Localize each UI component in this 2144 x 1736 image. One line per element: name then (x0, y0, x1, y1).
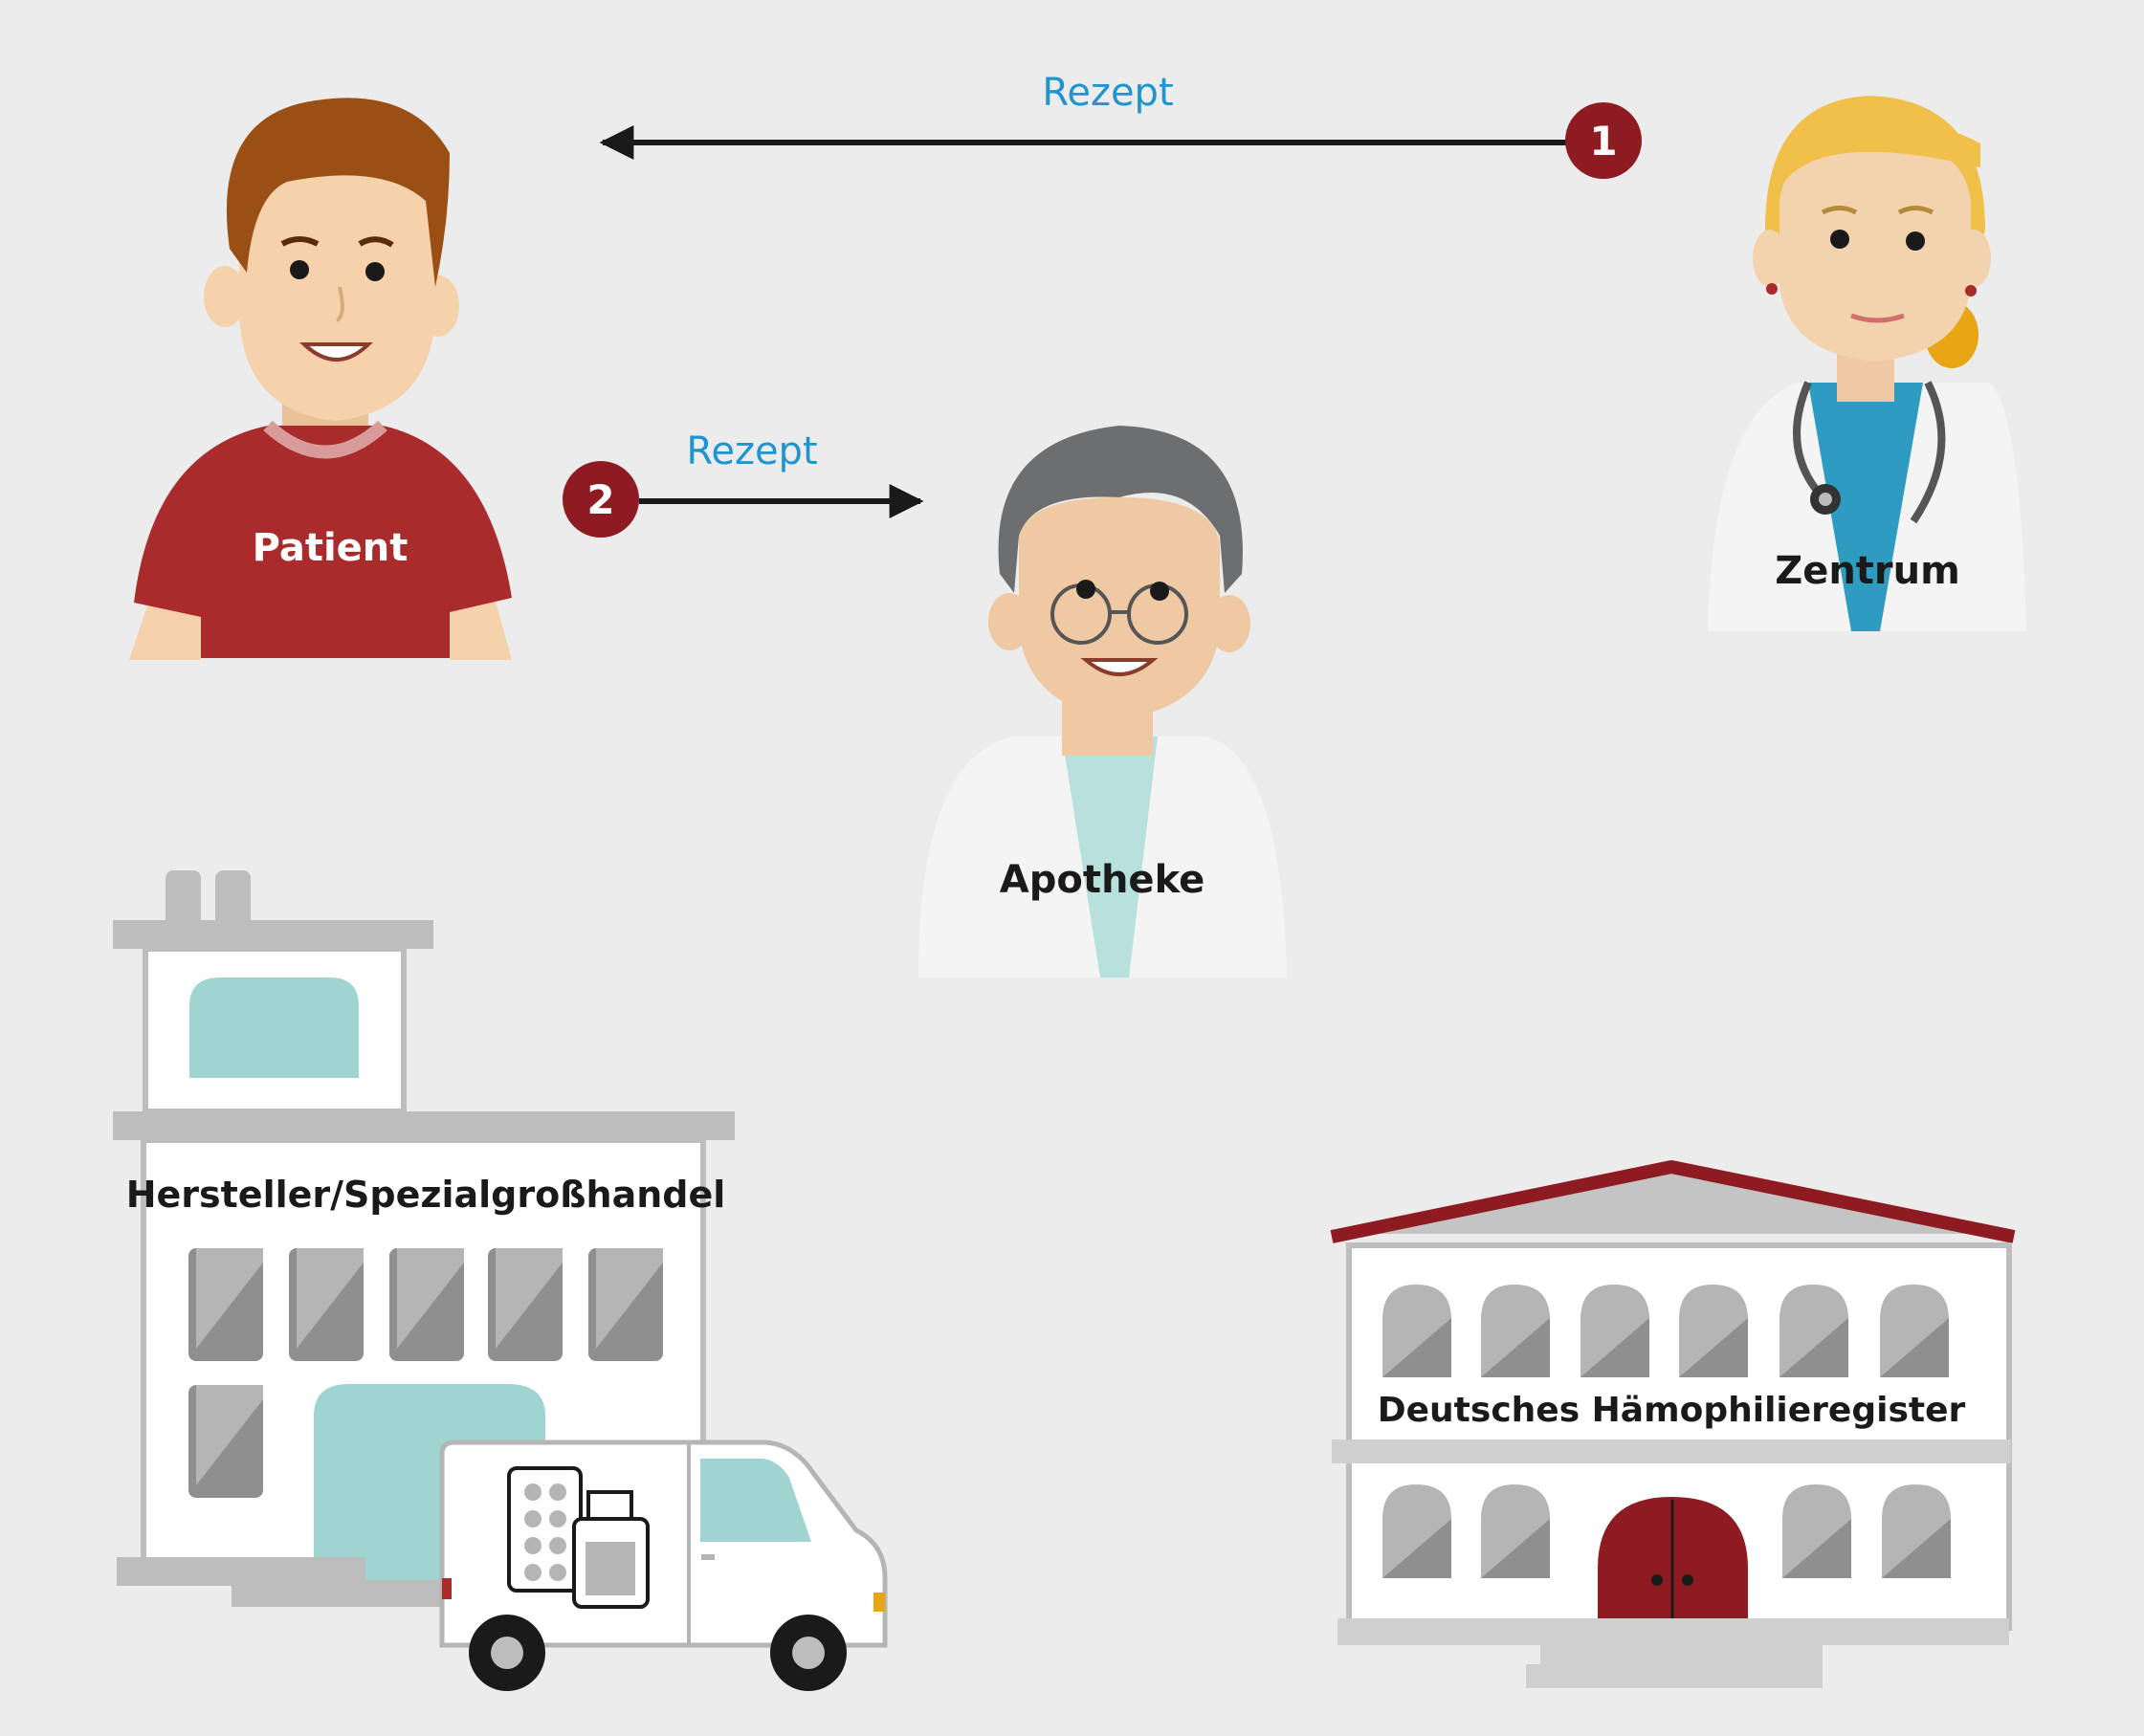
arrow-step-1: 1 Rezept (599, 71, 1642, 179)
rezept-label-2: Rezept (686, 429, 817, 473)
patient-figure: Patient (129, 98, 512, 660)
rezept-label-1: Rezept (1042, 71, 1173, 115)
step-2-number: 2 (586, 476, 614, 523)
step-1-number: 1 (1589, 118, 1617, 165)
zentrum-label: Zentrum (1775, 549, 1960, 593)
delivery-van-icon (439, 1439, 888, 1691)
step-1-badge (1565, 102, 1642, 179)
apotheke-label: Apotheke (1000, 858, 1205, 902)
arrow-step-2: 2 Rezept (563, 429, 924, 538)
doctor-figure: Zentrum (1708, 96, 2026, 631)
pharmacist-figure: Apotheke (918, 426, 1287, 978)
step-2-badge (563, 461, 639, 538)
register-building: Deutsches Hämophilieregister (1330, 1160, 2016, 1688)
hersteller-label: Hersteller/Spezialgroßhandel (126, 1174, 726, 1216)
factory-building: Hersteller/Spezialgroßhandel (113, 870, 735, 1607)
register-label: Deutsches Hämophilieregister (1378, 1391, 1966, 1430)
patient-label: Patient (253, 526, 409, 570)
